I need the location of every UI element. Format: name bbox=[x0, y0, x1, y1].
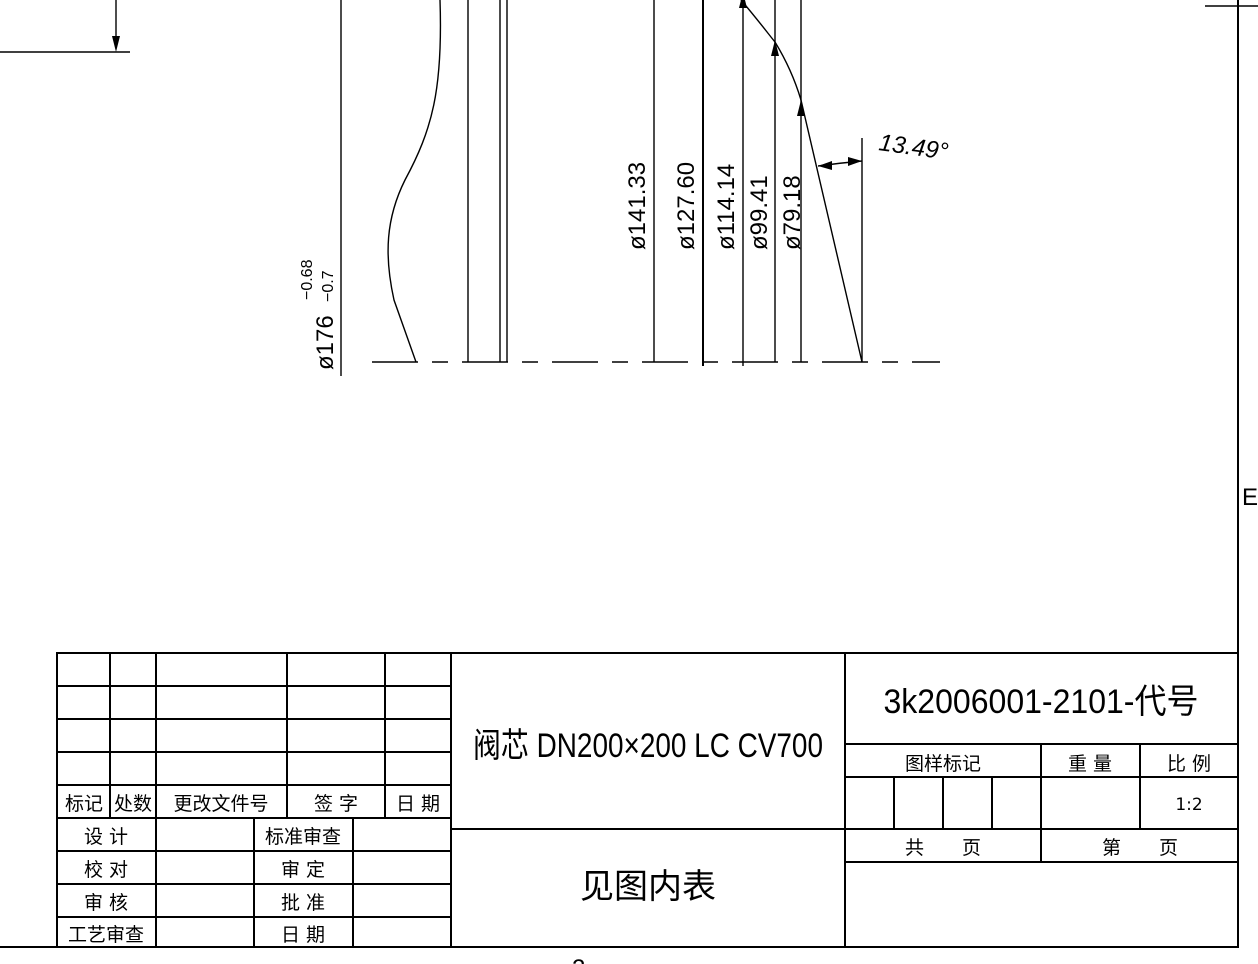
material: 见图内表 bbox=[580, 868, 716, 906]
label-authorize: 批 准 bbox=[281, 892, 325, 914]
top-left-dimension bbox=[0, 0, 130, 53]
diameter-99-label: ø99.41 bbox=[746, 175, 773, 250]
diameter-114-label: ø114.14 bbox=[713, 164, 740, 250]
label-standard-review: 标准审查 bbox=[265, 826, 341, 848]
outer-tol-lower: −0.7 bbox=[320, 270, 337, 302]
part-profile bbox=[340, 0, 940, 376]
header-change-doc: 更改文件号 bbox=[173, 793, 268, 815]
label-process-review: 工艺审查 bbox=[68, 924, 144, 946]
outer-diameter-label: ø176 bbox=[312, 315, 339, 370]
page-label: 第 页 bbox=[1102, 837, 1178, 859]
label-proofread: 校 对 bbox=[84, 859, 128, 881]
bottom-marker: 2 bbox=[572, 955, 585, 964]
label-design: 设 计 bbox=[84, 826, 128, 848]
diameter-labels: ø176 −0.68 −0.7 ø141.33 ø127.60 ø114.14 … bbox=[299, 162, 806, 370]
drawing-number: 3k2006001-2101-代号 bbox=[884, 683, 1199, 721]
title-block: 标记 处数 更改文件号 签 字 日 期 设 计 校 对 审 核 工艺审查 标准审… bbox=[56, 652, 1239, 948]
sample-mark-label: 图样标记 bbox=[905, 753, 981, 775]
angle-label: 13.49° bbox=[877, 129, 950, 165]
label-approval: 审 定 bbox=[281, 859, 325, 881]
outer-tol-upper: −0.68 bbox=[299, 259, 316, 300]
label-review: 审 核 bbox=[84, 892, 128, 914]
zone-marker: E bbox=[1242, 484, 1258, 511]
diameter-79-label: ø79.18 bbox=[779, 175, 806, 250]
label-approval-date: 日 期 bbox=[281, 924, 325, 946]
scale-value: 1:2 bbox=[1175, 795, 1202, 815]
part-name: 阀芯 DN200×200 LC CV700 bbox=[473, 727, 823, 765]
total-pages-label: 共 页 bbox=[905, 837, 981, 859]
header-date: 日 期 bbox=[396, 793, 440, 815]
angle-dimension: 13.49° bbox=[817, 129, 950, 362]
header-count: 处数 bbox=[114, 793, 152, 815]
header-signature: 签 字 bbox=[314, 793, 358, 815]
header-mark: 标记 bbox=[65, 793, 103, 815]
weight-label: 重 量 bbox=[1068, 753, 1112, 775]
diameter-127-label: ø127.60 bbox=[673, 162, 700, 250]
scale-label: 比 例 bbox=[1167, 753, 1211, 775]
diameter-141-label: ø141.33 bbox=[624, 162, 651, 250]
